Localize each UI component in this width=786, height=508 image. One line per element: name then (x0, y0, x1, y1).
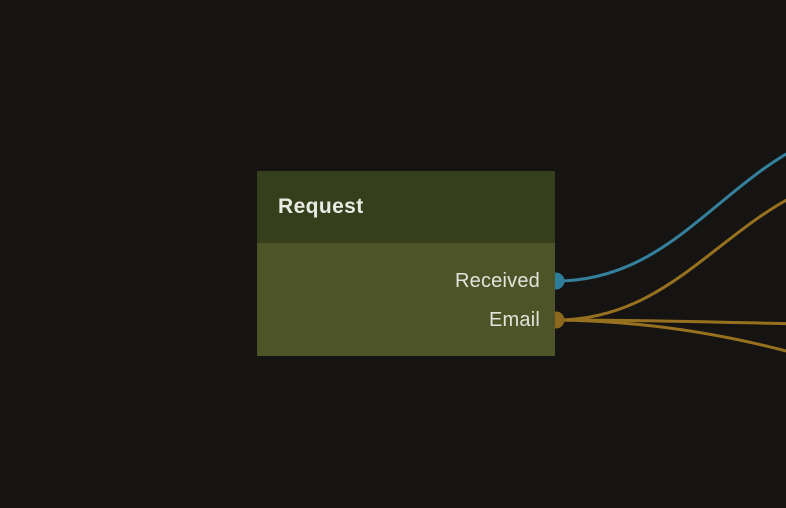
wire-received-0[interactable] (554, 122, 786, 283)
node-request-body: Received Email (257, 243, 555, 356)
output-label-email: Email (488, 309, 540, 331)
node-request[interactable]: Request Received Email (257, 171, 555, 356)
node-title: Request (278, 195, 364, 218)
wire-email-1[interactable] (554, 170, 786, 322)
node-request-header[interactable]: Request (257, 171, 555, 243)
output-label-received: Received (455, 270, 540, 292)
wire-email-3[interactable] (554, 318, 786, 370)
output-row-received: Received (257, 262, 555, 301)
output-row-email: Email (257, 301, 555, 340)
